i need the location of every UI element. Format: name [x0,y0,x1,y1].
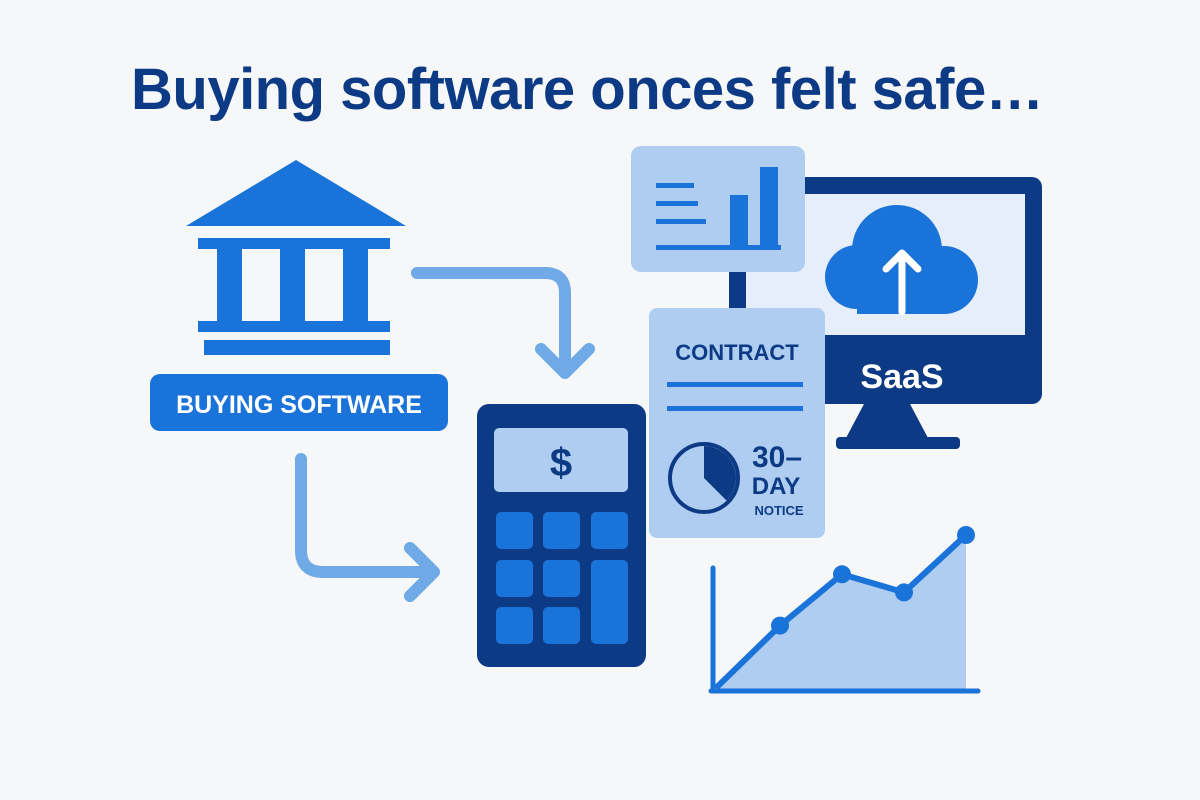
growth-point-3 [895,583,913,602]
notice-day-word: DAY [752,473,800,500]
monitor-label: SaaS [860,358,943,396]
notice-days: 30– [752,441,802,474]
arrow-down-right-icon [295,453,440,602]
buying-software-badge: BUYING SOFTWARE [150,374,448,431]
notice-word: NOTICE [754,503,803,518]
bar-chart-card-icon [631,146,805,272]
bank-icon [186,160,406,355]
contract-document-icon: CONTRACT 30– DAY NOTICE [649,308,825,538]
calculator-keys [496,512,628,644]
arrow-right-down-icon [411,267,595,379]
buying-software-label: BUYING SOFTWARE [176,391,422,419]
pie-slice [704,446,736,501]
calculator-icon: $ [477,404,646,667]
growth-area [718,535,966,689]
growth-point-2 [833,565,851,584]
growth-point-1 [771,616,789,635]
headline: Buying software onces felt safe… [131,57,1043,122]
contract-pie-chart [668,442,740,514]
growth-point-4 [957,526,975,544]
contract-title: CONTRACT [675,340,799,365]
growth-line-chart-icon [708,526,981,694]
calculator-display: $ [550,441,572,485]
cloud-upload-icon [825,205,978,316]
